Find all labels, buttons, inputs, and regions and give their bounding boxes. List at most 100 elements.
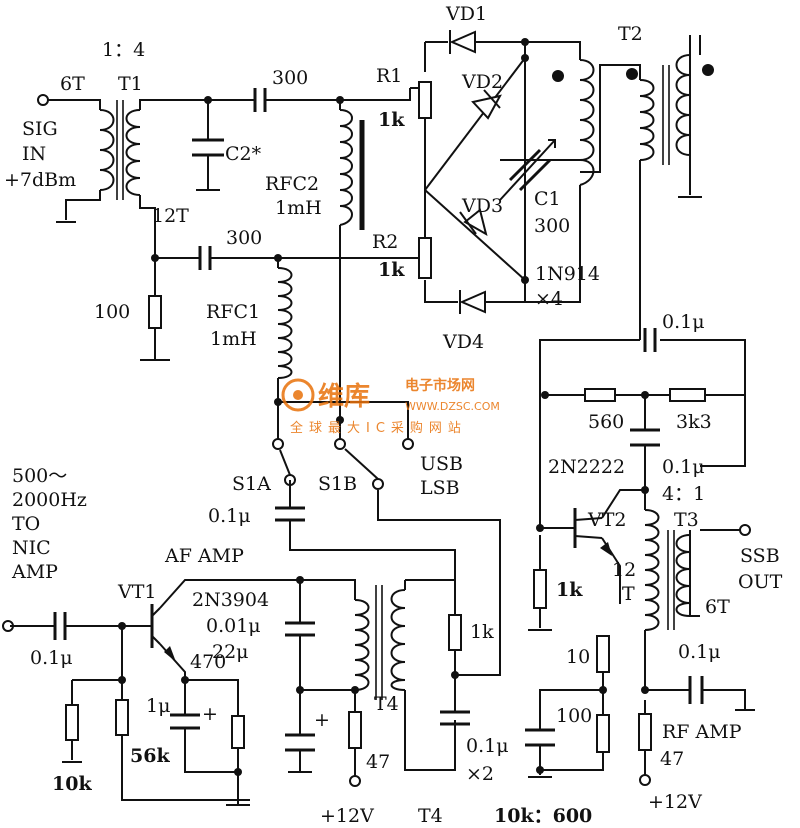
resistor-10 bbox=[596, 635, 610, 673]
label-s1a: S1A bbox=[232, 473, 271, 495]
label-t4: T4 bbox=[374, 693, 399, 715]
watermark: 维库 电子市场网 WWW.DZSC.COM 全球最大IC采购网站 bbox=[281, 377, 500, 436]
transformer-t3 bbox=[644, 509, 691, 631]
resistor-47-af bbox=[348, 711, 362, 749]
label-usb: USB bbox=[420, 453, 463, 475]
label-t3-sec: 6T bbox=[705, 596, 730, 618]
capacitor-01u-rf bbox=[688, 676, 704, 704]
label-af-2: 2000Hz bbox=[12, 489, 87, 511]
capacitor-c1-variable bbox=[499, 139, 556, 201]
inductor-rfc1 bbox=[277, 267, 293, 379]
transistor-vt2 bbox=[573, 508, 612, 556]
label-r100: 100 bbox=[556, 705, 592, 727]
label-cap-001u: 0.01μ bbox=[206, 615, 261, 637]
label-t3: T3 bbox=[674, 509, 699, 531]
label-t2: T2 bbox=[618, 23, 643, 45]
transformer-t2 bbox=[552, 54, 714, 186]
inductor-rfc2 bbox=[339, 109, 365, 230]
diode-vd1 bbox=[449, 30, 476, 54]
label-t3-ratio: 4：1 bbox=[662, 483, 705, 505]
label-c1-val: 300 bbox=[534, 215, 570, 237]
label-r47-af: 47 bbox=[366, 751, 390, 773]
label-s1b: S1B bbox=[318, 473, 357, 495]
label-q2-type: 2N2222 bbox=[548, 456, 625, 478]
label-cap-1u: 1μ bbox=[146, 695, 170, 717]
vcc-left-terminal bbox=[349, 775, 361, 787]
label-sig-in-1: SIG bbox=[22, 118, 58, 140]
label-r56k: 56k bbox=[130, 745, 170, 767]
label-t4-bottom: T4 bbox=[418, 805, 443, 827]
label-r1-val: 1k bbox=[378, 109, 405, 131]
resistor-r1 bbox=[418, 81, 432, 119]
label-rfc1-1: RFC1 bbox=[206, 301, 260, 323]
label-rfc2-2: 1mH bbox=[275, 197, 322, 219]
label-vd2: VD2 bbox=[461, 71, 503, 93]
label-af-amp: AF AMP bbox=[164, 545, 244, 567]
label-t3-pri-1: 12 bbox=[612, 559, 636, 581]
resistor-1k-t4 bbox=[448, 614, 462, 651]
resistor-r2 bbox=[418, 237, 432, 279]
resistor-100 bbox=[596, 714, 610, 753]
label-x2: ×2 bbox=[466, 763, 494, 785]
label-cap-01u-x2: 0.1μ bbox=[466, 735, 509, 757]
label-r1: R1 bbox=[376, 65, 402, 87]
label-rfc2-1: RFC2 bbox=[265, 173, 319, 195]
label-r10: 10 bbox=[566, 646, 590, 668]
label-vt1: VT1 bbox=[117, 581, 156, 603]
resistor-47-rf bbox=[638, 713, 652, 751]
resistor-560 bbox=[584, 388, 616, 402]
label-cap-300-mid: 300 bbox=[226, 227, 262, 249]
label-r2-val: 1k bbox=[378, 259, 405, 281]
label-cap-300-top: 300 bbox=[272, 67, 308, 89]
label-r2: R2 bbox=[372, 231, 398, 253]
label-af-5: AMP bbox=[11, 561, 58, 583]
watermark-brand: 维库 bbox=[318, 381, 370, 412]
label-r560: 560 bbox=[588, 411, 624, 433]
label-rf-amp: RF AMP bbox=[662, 721, 742, 743]
label-res-100-left: 100 bbox=[94, 301, 130, 323]
label-r3k3: 3k3 bbox=[676, 411, 712, 433]
label-vcc-right: +12V bbox=[648, 791, 702, 813]
label-t1-ratio: 1：4 bbox=[102, 39, 145, 61]
label-t1: T1 bbox=[118, 73, 143, 95]
label-sig-in-2: IN bbox=[22, 143, 46, 165]
label-diode-type: 1N914 bbox=[535, 263, 600, 285]
transformer-t4 bbox=[354, 585, 406, 700]
diode-vd4 bbox=[459, 290, 486, 314]
label-cap-22u: 22μ bbox=[212, 641, 249, 663]
label-sig-in-3: +7dBm bbox=[4, 169, 76, 191]
capacitor-c2 bbox=[192, 138, 224, 157]
vcc-right-terminal bbox=[639, 774, 651, 786]
transformer-t1 bbox=[99, 100, 141, 200]
capacitor-1u bbox=[170, 713, 200, 730]
label-vd4: VD4 bbox=[442, 331, 484, 353]
label-cap-01u-switch: 0.1μ bbox=[208, 505, 251, 527]
capacitor-001u bbox=[285, 621, 315, 637]
capacitor-01u-x2 bbox=[440, 710, 470, 726]
af-terminal bbox=[2, 620, 14, 632]
label-c2: C2* bbox=[225, 143, 262, 165]
capacitor-01u-top bbox=[643, 328, 657, 352]
label-cap-01u-t3: 0.1μ bbox=[662, 456, 705, 478]
label-c1: C1 bbox=[534, 188, 561, 210]
label-af-3: TO bbox=[12, 513, 40, 535]
labels: VD1 VD2 VD3 VD4 1：4 6T T1 12T SIG IN +7d… bbox=[4, 3, 783, 827]
label-cap-01u-in: 0.1μ bbox=[30, 647, 73, 669]
label-r1k-t4: 1k bbox=[470, 621, 494, 643]
resistor-10k bbox=[65, 704, 79, 741]
label-rfc1-2: 1mH bbox=[210, 328, 257, 350]
label-r47-rf: 47 bbox=[660, 748, 684, 770]
capacitor-01u-t3 bbox=[630, 428, 660, 447]
watermark-url: WWW.DZSC.COM bbox=[405, 400, 500, 413]
label-cap-01u-rf: 0.1μ bbox=[678, 641, 721, 663]
sig-in-terminal bbox=[37, 94, 49, 106]
label-vcc-left: +12V bbox=[320, 805, 374, 827]
junction-dots bbox=[118, 38, 649, 776]
transistor-vt1 bbox=[150, 604, 176, 662]
label-vd1: VD1 bbox=[445, 3, 487, 25]
label-t1-pri-turns: 6T bbox=[60, 73, 85, 95]
capacitor-100 bbox=[525, 728, 555, 747]
label-t4-ratio: 10k：600 bbox=[494, 805, 592, 827]
label-q1-type: 2N3904 bbox=[192, 589, 269, 611]
